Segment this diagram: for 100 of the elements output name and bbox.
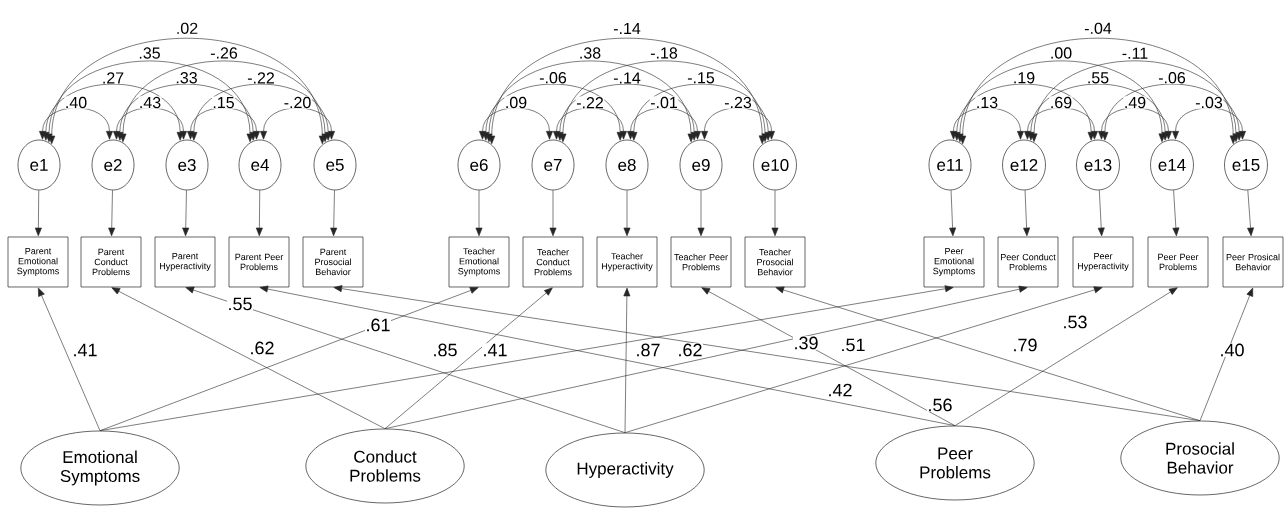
edge-label: .41 [482, 343, 508, 357]
edge-label: -.15 [686, 71, 716, 84]
arrow [697, 190, 705, 237]
arrow [623, 287, 631, 433]
edge-label: .49 [1123, 96, 1147, 109]
edge-label: -.03 [1194, 96, 1224, 109]
variable-box: Teacher Peer Problems [670, 236, 732, 288]
arrow [39, 107, 113, 140]
edge-label: -.20 [283, 96, 312, 109]
arrow [482, 83, 624, 141]
edge-label: .85 [432, 343, 458, 357]
arrow [479, 107, 553, 140]
arrow [559, 60, 769, 143]
variable-box: Parent Prosocial Behavior [302, 236, 364, 288]
variable-box: Teacher Hyperactivity [596, 236, 658, 288]
edge-label: .42 [827, 383, 853, 397]
arrow [623, 190, 631, 237]
arrow [108, 190, 116, 237]
edge-label: .69 [1049, 96, 1073, 109]
variable-box: Parent Conduct Problems [80, 236, 142, 288]
edge-label: .87 [635, 343, 661, 357]
arrow [182, 190, 190, 237]
arrow [475, 190, 483, 237]
variable-box: Peer Conduct Problems [997, 236, 1059, 288]
arrow [384, 287, 553, 429]
variable-box: Peer Peer Problems [1147, 236, 1209, 288]
arrow [1097, 189, 1105, 237]
arrow [485, 60, 695, 143]
arrow [954, 287, 1178, 426]
arrow [1098, 107, 1172, 140]
edge-label: .55 [1086, 71, 1110, 84]
arrow [119, 60, 329, 143]
arrow [1030, 60, 1240, 142]
variable-box: Peer Emotional Symptoms [923, 236, 985, 288]
edge-label: .02 [175, 22, 199, 35]
arrow [48, 37, 326, 145]
arrow [556, 83, 698, 141]
arrow [630, 83, 772, 141]
arrow [190, 83, 332, 141]
arrow [959, 37, 1237, 145]
arrow [45, 60, 254, 143]
edge-label: -.11 [1121, 47, 1149, 60]
edge-label: -.06 [538, 71, 568, 84]
variable-box: Peer Prosical Behavior [1222, 236, 1284, 288]
variable-box: Teacher Conduct Problems [522, 236, 584, 288]
arrow [1101, 83, 1243, 141]
edge-label: .79 [1012, 338, 1038, 352]
arrow [330, 190, 338, 237]
arrow [116, 83, 257, 141]
edge-label: .13 [975, 96, 999, 109]
arrow [950, 107, 1024, 140]
edge-label: .35 [137, 46, 162, 60]
edge-label: .41 [72, 343, 98, 357]
edge-label: -.06 [1157, 71, 1187, 84]
variable-box: Parent Peer Problems [228, 236, 290, 288]
arrow [99, 287, 479, 431]
arrow [624, 286, 1103, 433]
arrow [255, 190, 263, 237]
arrow [956, 60, 1166, 143]
edge-label: -.26 [209, 46, 239, 60]
arrow [42, 83, 184, 141]
edge-label: .43 [138, 96, 162, 109]
arrow [187, 107, 260, 140]
edge-label: -.01 [649, 96, 679, 109]
arrow [38, 287, 101, 431]
arrow [949, 189, 957, 237]
arrow [1024, 107, 1098, 140]
edge-label: .19 [1012, 71, 1036, 84]
arrow [1172, 189, 1180, 237]
edge-label: .62 [249, 341, 275, 355]
edge-label: .55 [227, 297, 253, 311]
arrow [549, 190, 557, 237]
edge-label: .33 [174, 71, 199, 84]
edge-label: -.23 [723, 96, 753, 109]
arrow [701, 287, 956, 426]
arrow [488, 37, 766, 145]
variable-box: Peer Hyperactivity [1072, 236, 1134, 288]
edge-label: .61 [365, 318, 391, 332]
edge-label: -.14 [612, 22, 642, 35]
arrow [111, 287, 386, 429]
edge-label: .38 [578, 46, 602, 60]
arrow [113, 107, 187, 140]
edge-label: .15 [211, 96, 236, 109]
edge-label: -.04 [1083, 22, 1113, 35]
variable-box: Teacher Prosocial Behavior [744, 236, 806, 288]
arrow [384, 285, 1028, 429]
arrow [34, 190, 42, 237]
edge-label: -.22 [575, 96, 605, 109]
edge-label: .51 [840, 338, 866, 352]
edge-label: .56 [927, 398, 953, 412]
arrow [953, 83, 1095, 141]
arrow [1199, 287, 1253, 421]
arrow [1247, 189, 1254, 237]
arrow [185, 286, 626, 433]
arrow [1023, 189, 1031, 237]
arrow [775, 286, 1201, 421]
edge-label: .39 [793, 336, 819, 350]
variable-box: Teacher Emotional Symptoms [448, 236, 510, 288]
edge-label: .00 [1049, 46, 1073, 60]
edge-label: .62 [677, 343, 703, 357]
